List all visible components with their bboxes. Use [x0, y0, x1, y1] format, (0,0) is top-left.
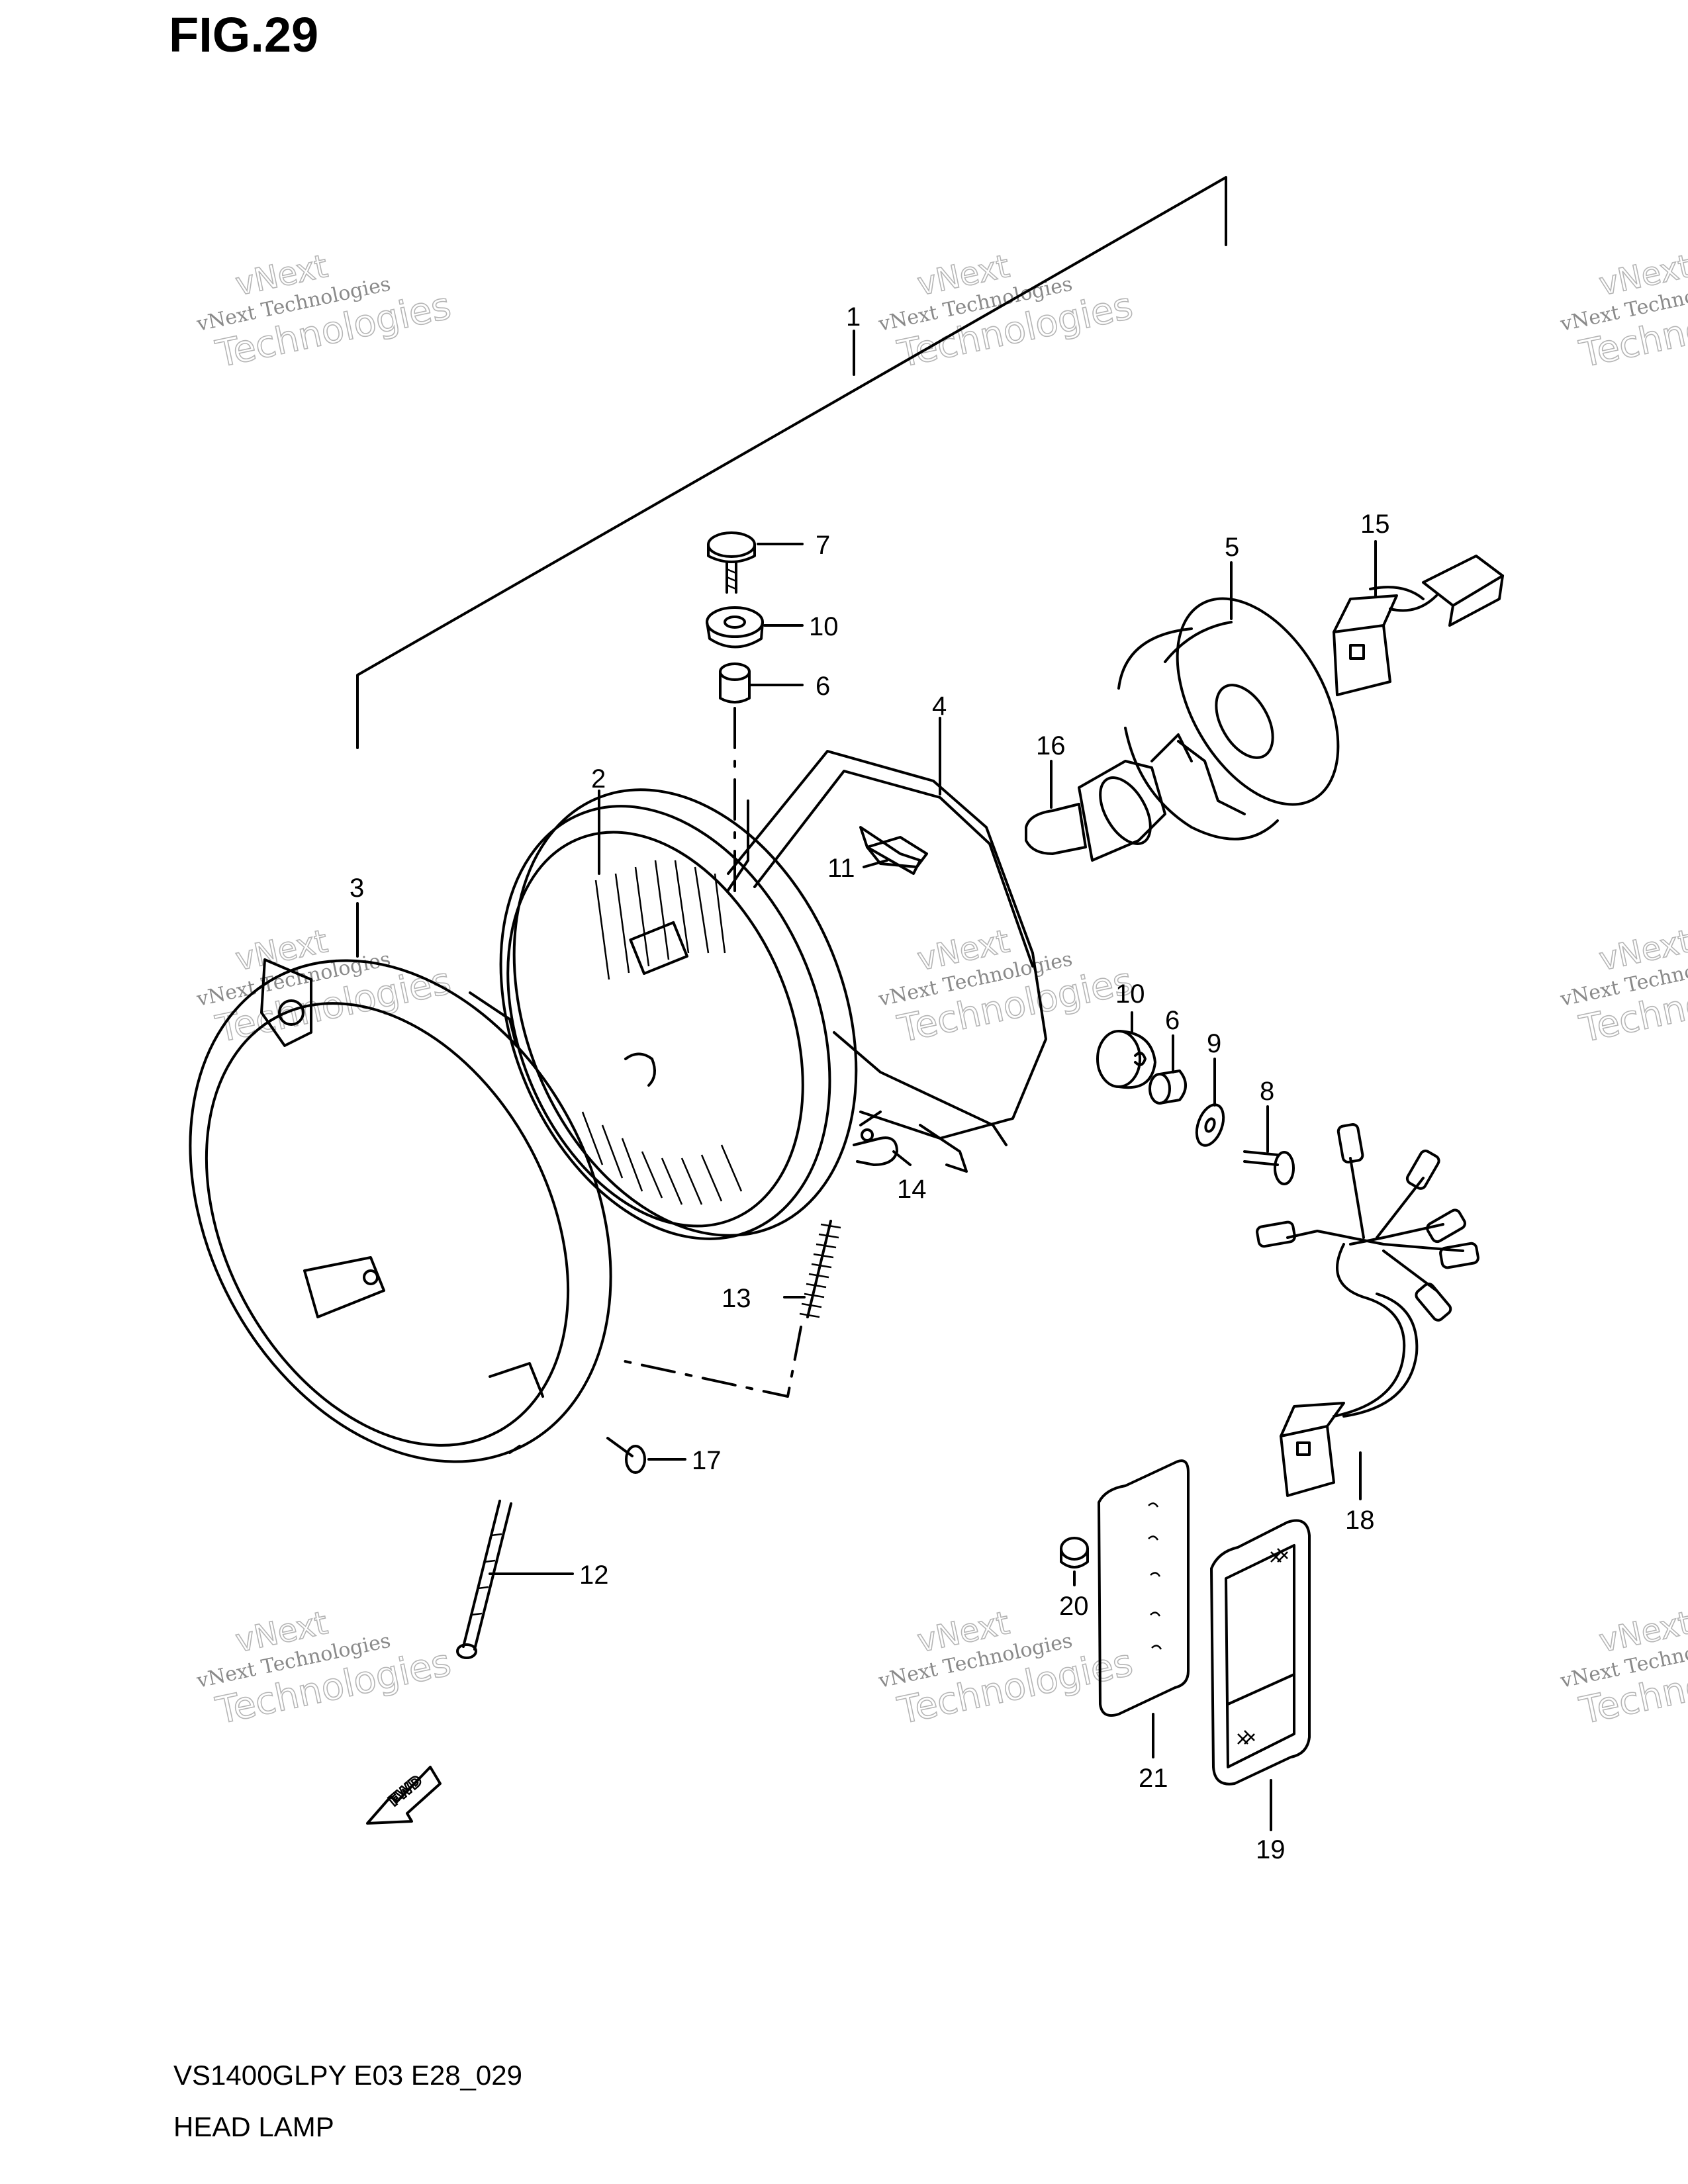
assembly-bracket: [356, 176, 1227, 749]
part-bolt-12: [456, 1500, 512, 1659]
part-label: 21: [1139, 1764, 1168, 1793]
figure-title: FIG.29: [169, 7, 319, 62]
part-screw-8: [1243, 1150, 1295, 1185]
part-collar-6-right: [1149, 1069, 1187, 1105]
part-label: 12: [579, 1561, 609, 1590]
fwd-direction-arrow: FWD: [366, 1766, 442, 1825]
watermark: vNext vNext Technologies Technologies: [1558, 1604, 1688, 1733]
part-screw-7: [707, 531, 756, 594]
part-labels: 1 7 10 6 4 5 15 16 2 3 11 10 6 9 8 14 13…: [350, 302, 1390, 1864]
part-headlamp-rim: [189, 958, 612, 1463]
part-nut-14: [853, 1136, 898, 1166]
part-label: 20: [1059, 1592, 1089, 1621]
watermark-group: vNext vNext Technologies Technologies vN…: [194, 247, 1688, 1733]
part-label: 6: [1165, 1006, 1180, 1035]
part-label: 7: [816, 531, 830, 560]
part-label: 16: [1036, 731, 1066, 760]
part-plate-21: [1098, 1459, 1190, 1717]
watermark: vNext vNext Technologies Technologies: [194, 922, 455, 1052]
part-label: 14: [897, 1175, 927, 1204]
part-label: 10: [809, 612, 839, 641]
part-label: 1: [846, 302, 861, 332]
watermark: vNext vNext Technologies Technologies: [1558, 247, 1688, 377]
watermark: vNext vNext Technologies Technologies: [876, 1604, 1137, 1733]
part-clip-11: [866, 836, 928, 868]
part-nut-20: [1060, 1537, 1089, 1569]
part-washer-9: [1195, 1103, 1225, 1147]
part-label: 11: [827, 854, 855, 883]
fwd-label: FWD: [386, 1772, 426, 1809]
part-spring-13: [618, 1220, 841, 1398]
part-label: 13: [722, 1284, 751, 1313]
figure-name: HEAD LAMP: [173, 2111, 334, 2142]
part-grommet-10-top: [706, 606, 764, 649]
watermark: vNext vNext Technologies Technologies: [876, 247, 1137, 377]
part-label: 19: [1256, 1835, 1286, 1864]
part-label: 8: [1260, 1077, 1274, 1106]
leader-lines: [356, 540, 1377, 1831]
part-bulb-16: [1025, 733, 1193, 862]
part-headlamp-lens: [499, 788, 858, 1240]
part-label: 6: [816, 672, 830, 701]
watermark: vNext vNext Technologies Technologies: [1558, 922, 1688, 1052]
watermark: vNext vNext Technologies Technologies: [194, 247, 455, 377]
part-label: 18: [1345, 1506, 1375, 1535]
part-wiring-harness-18: [1256, 1123, 1479, 1497]
part-label: 17: [692, 1446, 722, 1475]
part-label: 3: [350, 874, 364, 903]
part-label: 5: [1225, 533, 1239, 562]
model-code: VS1400GLPY E03 E28_029: [173, 2060, 522, 2091]
watermark: vNext vNext Technologies Technologies: [194, 1604, 455, 1733]
part-connector-15: [1333, 555, 1504, 696]
part-label: 15: [1360, 510, 1390, 539]
part-reflector-19: [1210, 1519, 1311, 1786]
part-screw-17: [606, 1437, 646, 1474]
watermark: vNext vNext Technologies Technologies: [876, 922, 1137, 1052]
part-label: 10: [1115, 979, 1145, 1009]
part-socket-housing: [1117, 597, 1340, 841]
part-label: 2: [591, 764, 606, 794]
part-label: 4: [932, 692, 947, 721]
part-grommet-10-right: [1096, 1030, 1156, 1089]
part-collar-6-top: [719, 662, 751, 704]
part-label: 9: [1207, 1029, 1221, 1058]
